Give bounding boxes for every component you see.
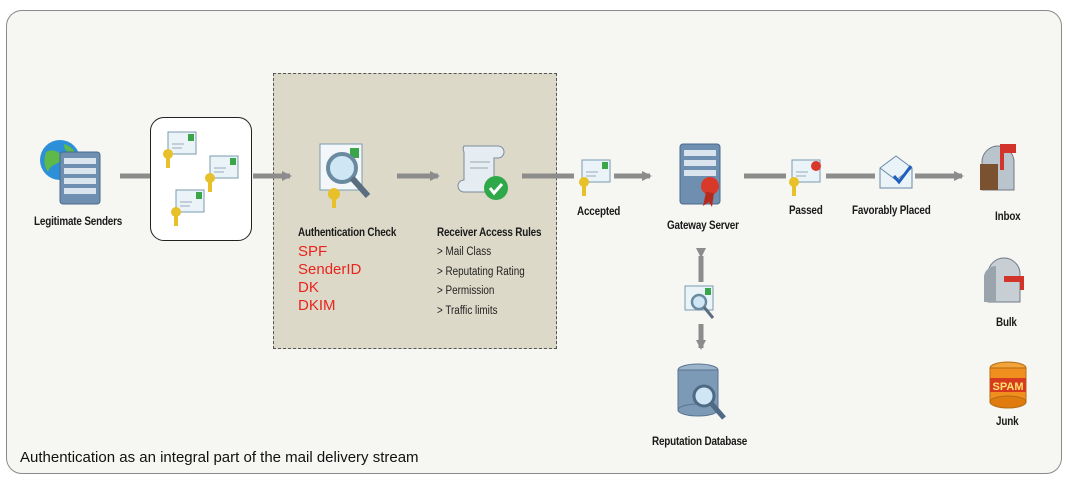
label-passed: Passed bbox=[789, 205, 823, 217]
spam-can-label: SPAM bbox=[993, 381, 1024, 393]
authentication-zone bbox=[273, 73, 557, 349]
access-rule-reputating-rating: > Reputating Rating bbox=[437, 265, 525, 278]
database-magnifier-icon bbox=[677, 363, 726, 420]
label-inbox: Inbox bbox=[995, 211, 1021, 223]
auth-method-dkim: DKIM bbox=[298, 297, 336, 314]
auth-method-senderid: SenderID bbox=[298, 261, 362, 278]
label-accepted: Accepted bbox=[577, 206, 621, 218]
accepted-envelope-key-icon bbox=[579, 159, 611, 196]
label-gateway-server: Gateway Server bbox=[667, 220, 739, 232]
label-receiver-access-rules: Receiver Access Rules bbox=[437, 227, 542, 239]
server-seal-icon bbox=[679, 143, 721, 207]
auth-method-dk: DK bbox=[298, 279, 319, 296]
label-reputation-database: Reputation Database bbox=[652, 436, 748, 448]
scroll-check-icon bbox=[457, 145, 508, 200]
label-bulk: Bulk bbox=[996, 317, 1017, 329]
access-rules-list: > Mail Class > Reputating Rating > Permi… bbox=[437, 243, 525, 321]
auth-method-spf: SPF bbox=[298, 243, 328, 260]
label-favorably-placed: Favorably Placed bbox=[852, 205, 931, 217]
mailbox-flag-icon bbox=[980, 144, 1016, 191]
message-group-box bbox=[150, 117, 252, 241]
access-rule-permission: > Permission bbox=[437, 285, 495, 297]
label-authentication-check: Authentication Check bbox=[298, 227, 397, 239]
label-junk: Junk bbox=[996, 416, 1019, 428]
open-envelope-check-icon bbox=[879, 155, 913, 189]
envelope-key-icon bbox=[163, 131, 239, 226]
label-legitimate-senders: Legitimate Senders bbox=[34, 216, 123, 228]
mailbox-icon bbox=[984, 257, 1024, 303]
globe-server-icon bbox=[40, 140, 101, 205]
access-rule-mail-class: > Mail Class bbox=[437, 246, 492, 258]
passed-envelope-seal-icon bbox=[789, 159, 821, 196]
diagram-caption: Authentication as an integral part of th… bbox=[20, 449, 419, 466]
magnifier-certificate-icon bbox=[319, 143, 371, 208]
envelope-magnifier-icon bbox=[684, 285, 715, 319]
spam-can-icon: SPAM bbox=[989, 361, 1027, 409]
access-rule-traffic-limits: > Traffic limits bbox=[437, 304, 498, 317]
